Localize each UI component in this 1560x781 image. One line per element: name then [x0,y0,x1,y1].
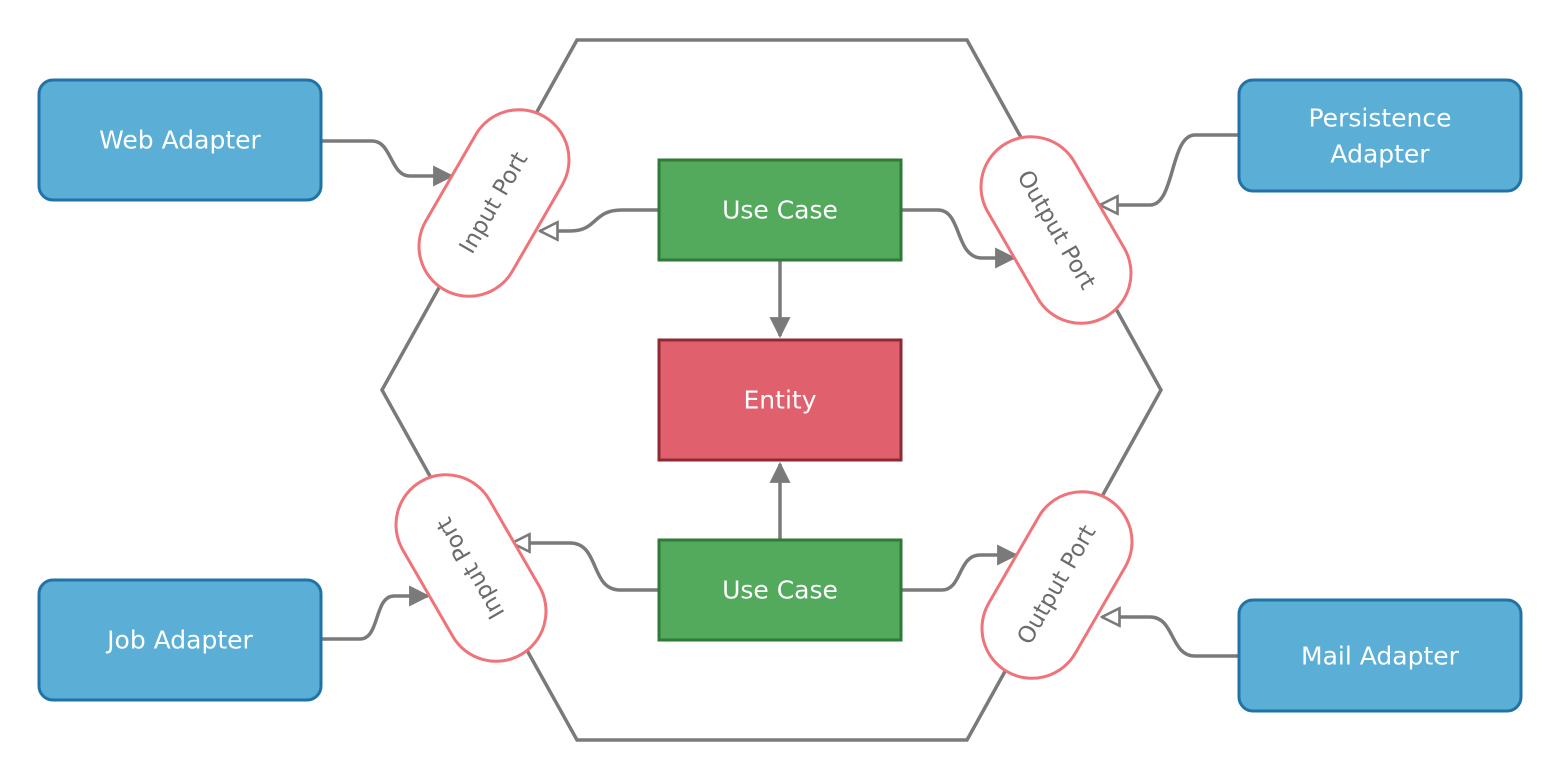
connector-persistence-adapter-to-output-port [1100,133,1239,205]
connector-use-case-to-input-port [540,208,659,231]
job-adapter[interactable]: Job Adapter [37,578,323,702]
input-port-top[interactable]: Input Port [401,91,588,314]
hexagon-boundary [379,38,1164,742]
use-case-top-label: Use Case [722,196,838,225]
persistence-adapter-label-line1: Persistence [1309,104,1452,133]
web-adapter[interactable]: Web Adapter [37,78,323,202]
job-adapter-label: Job Adapter [105,626,253,655]
mail-adapter-label: Mail Adapter [1301,642,1460,671]
output-port-bottom[interactable]: Output Port [964,473,1151,696]
entity-label: Entity [744,386,817,415]
use-case-bottom-label: Use Case [722,576,838,605]
connector-use-case-bottom-to-output-port [901,544,1019,592]
connector-use-case-to-output-port [901,208,1017,269]
persistence-adapter[interactable]: Persistence Adapter [1237,78,1523,193]
input-port-bottom[interactable]: Input Port [378,456,565,679]
use-case-bottom[interactable]: Use Case [657,538,903,642]
web-adapter-label: Web Adapter [99,126,261,155]
use-case-top[interactable]: Use Case [657,158,903,262]
entity[interactable]: Entity [657,338,903,462]
connector-use-case-bottom-to-input-port [512,543,659,592]
connector-mail-adapter-to-output-port [1102,617,1239,658]
mail-adapter[interactable]: Mail Adapter [1237,598,1523,713]
output-port-top[interactable]: Output Port [963,118,1150,341]
connector-job-adapter-to-input-port [322,585,431,641]
connector-web-adapter-to-input-port [322,139,455,187]
persistence-adapter-label-line2: Adapter [1330,140,1430,169]
